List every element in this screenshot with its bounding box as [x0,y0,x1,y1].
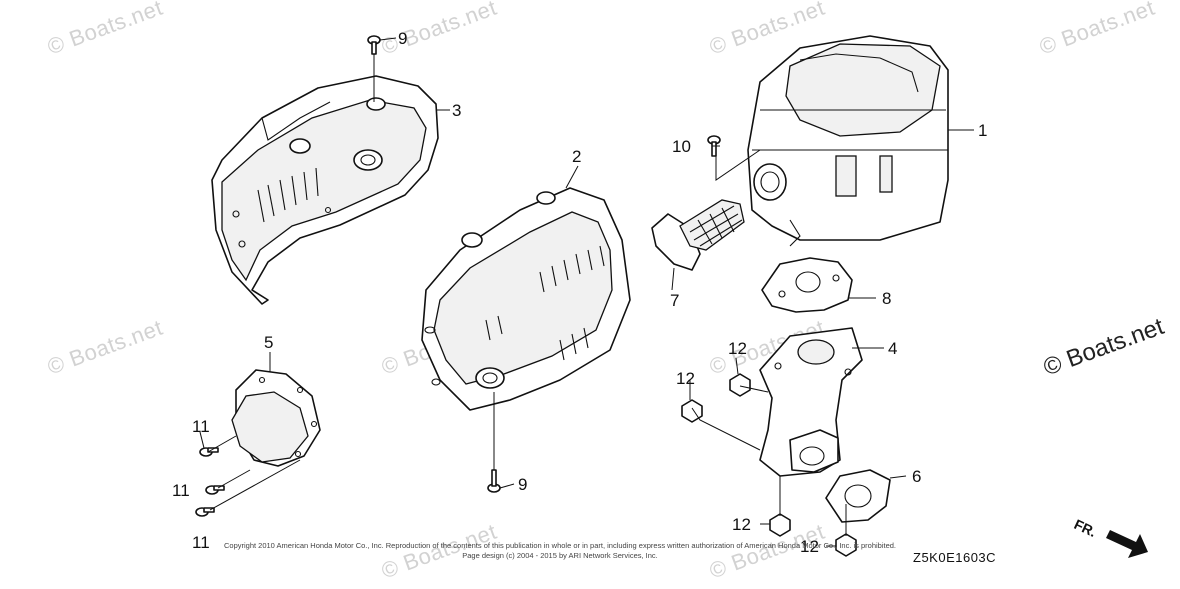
nut-12-a [681,399,703,423]
bolt-10 [707,135,721,157]
callout-12-c: 12 [732,515,751,534]
callout-11-c: 11 [192,533,210,552]
bolt-9-top [367,35,381,55]
part-6-exhaust-gasket [825,469,891,523]
callout-12-a: 12 [676,369,695,388]
callout-5: 5 [264,333,274,352]
part-8-gasket [761,257,853,313]
callout-9-top: 9 [398,29,408,48]
leader-lines [199,37,974,547]
callout-12-d: 12 [800,537,819,556]
nut-12-c [769,513,791,537]
callout-7: 7 [670,291,680,310]
callout-2: 2 [572,147,582,166]
callout-11-a: 11 [192,417,210,436]
part-7-spark-arrester [651,199,745,271]
copyright-notice: Copyright 2010 American Honda Motor Co.,… [180,541,940,561]
bolt-9-bottom [487,469,501,493]
callout-8: 8 [882,289,892,308]
callout-3: 3 [452,101,462,120]
callout-9-bottom: 9 [518,475,528,494]
front-direction-arrow [1106,530,1148,558]
callout-10: 10 [672,137,691,156]
nut-12-b [729,373,751,397]
callout-4: 4 [888,339,898,358]
part-4-exhaust-pipe [759,327,863,477]
part-3-muffler-protector-upper [211,75,439,305]
diagram-code: Z5K0E1603C [913,550,997,565]
callout-1: 1 [978,121,988,140]
copyright-line-2: Page design (c) 2004 - 2015 by ARI Netwo… [462,551,658,560]
copyright-line-1: Copyright 2010 American Honda Motor Co.,… [223,541,897,550]
bolt-11-b [205,485,225,495]
part-5-deflector [231,369,321,467]
callout-12-b: 12 [728,339,747,358]
callout-11-b: 11 [172,481,190,500]
callout-6: 6 [912,467,922,486]
part-2-muffler-protector [421,187,631,411]
bolt-11-c [195,507,215,517]
part-1-muffler [747,35,949,247]
bolt-11-a [199,447,219,457]
